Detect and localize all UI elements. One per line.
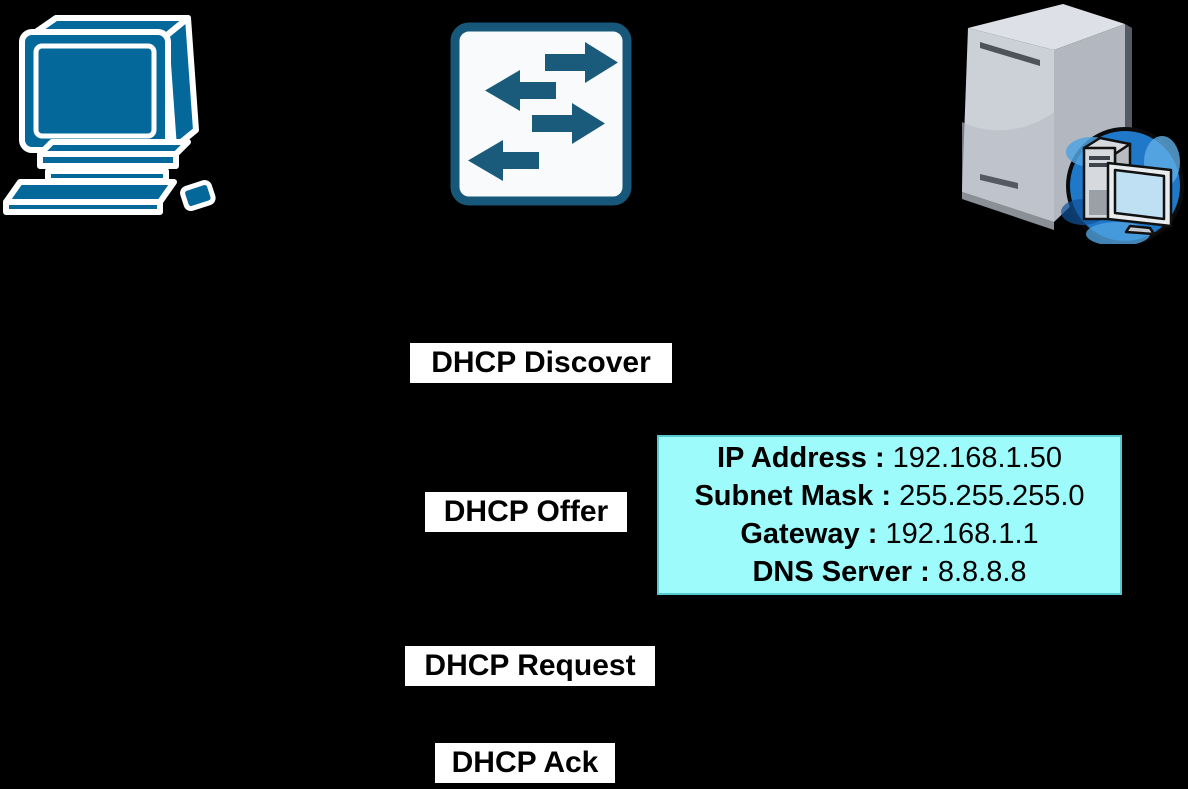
message-label-dhcp-discover: DHCP Discover [410, 343, 672, 383]
offer-detail-label: IP Address [716, 441, 867, 474]
offer-detail-label: Gateway [740, 517, 860, 550]
offer-detail-line: DNS Server : 8.8.8.8 [659, 556, 1120, 589]
dhcp-offer-details-box: IP Address : 192.168.1.50 Subnet Mask : … [657, 435, 1122, 595]
switch-arrows-icon [468, 42, 618, 181]
offer-detail-separator: : [866, 441, 893, 474]
server-icon [962, 4, 1184, 244]
offer-detail-separator: : [859, 517, 886, 550]
offer-detail-value: 255.255.255.0 [899, 479, 1085, 512]
pc-icon [3, 15, 216, 215]
offer-detail-label: Subnet Mask [694, 479, 874, 512]
offer-detail-value: 8.8.8.8 [937, 555, 1027, 588]
offer-detail-line: Gateway : 192.168.1.1 [659, 518, 1120, 551]
offer-detail-separator: : [873, 479, 900, 512]
message-label-dhcp-request: DHCP Request [405, 646, 655, 686]
offer-detail-label: DNS Server [752, 555, 913, 588]
offer-detail-separator: : [912, 555, 938, 588]
offer-detail-value: 192.168.1.1 [885, 517, 1039, 550]
message-label-dhcp-offer: DHCP Offer [425, 492, 627, 532]
offer-detail-line: IP Address : 192.168.1.50 [659, 442, 1120, 475]
message-label-dhcp-ack: DHCP Ack [435, 743, 615, 783]
switch-icon [450, 22, 632, 206]
globe-icon [1061, 127, 1184, 244]
offer-detail-value: 192.168.1.50 [892, 441, 1062, 474]
offer-detail-line: Subnet Mask : 255.255.255.0 [659, 480, 1120, 513]
